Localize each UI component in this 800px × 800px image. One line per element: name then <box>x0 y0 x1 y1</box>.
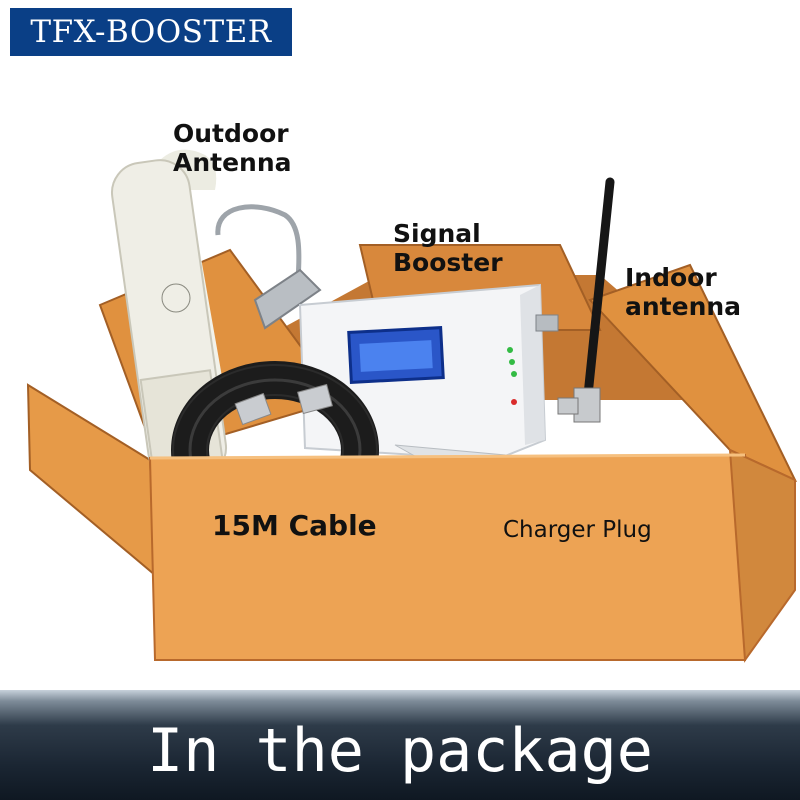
brand-name: TFX-BOOSTER <box>30 14 272 50</box>
brand-logo-box: TFX-BOOSTER <box>8 6 294 58</box>
cable-label: 15M Cable <box>212 509 377 542</box>
package-banner: In the package <box>0 690 800 800</box>
box-front-face <box>148 453 746 661</box>
signal-booster-label: Signal Booster <box>393 219 503 277</box>
bracket-plate <box>253 268 322 330</box>
outdoor-antenna-label: Outdoor Antenna <box>173 119 292 177</box>
indoor-antenna <box>557 177 615 423</box>
box-front-left-flap <box>26 383 157 578</box>
banner-text: In the package <box>147 716 653 786</box>
indoor-antenna-label: Indoor antenna <box>625 263 742 321</box>
box-right-face <box>728 448 796 663</box>
bracket-u-bolt <box>215 204 302 281</box>
charger-label: Charger Plug <box>503 517 652 543</box>
